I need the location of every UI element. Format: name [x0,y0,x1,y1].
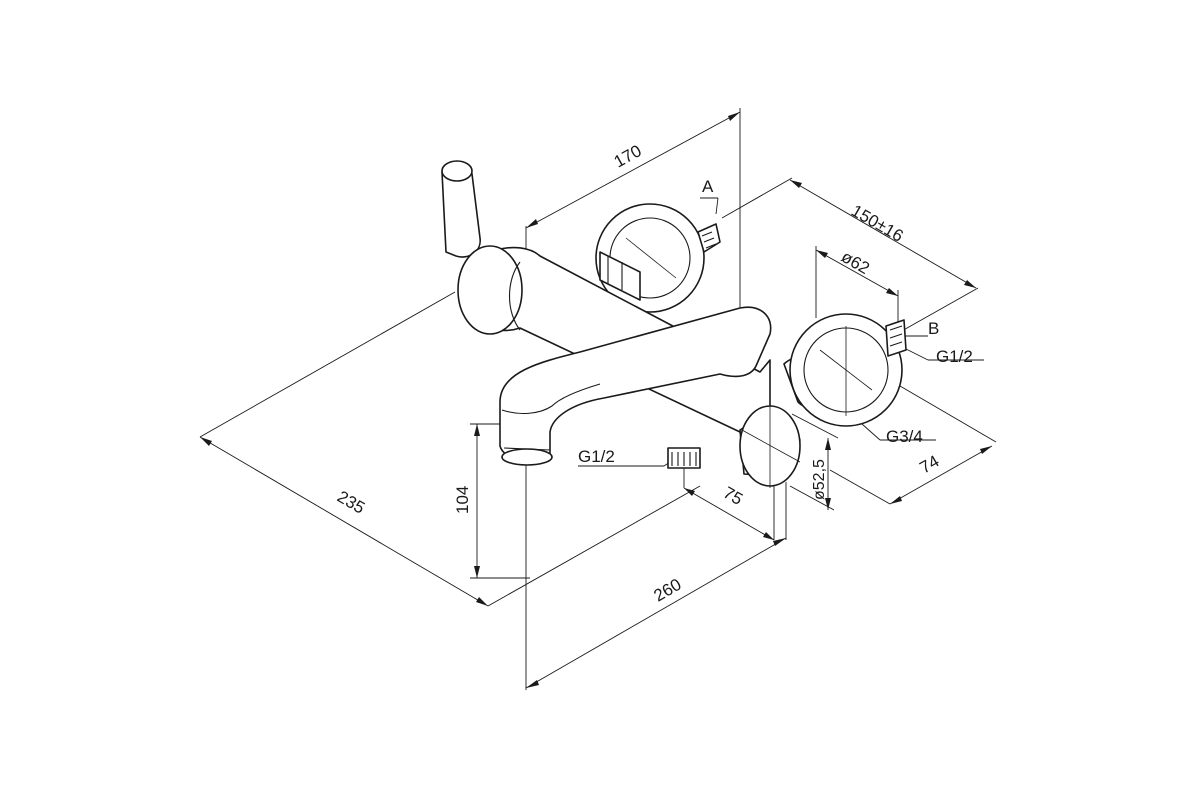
label-center-distance: 150±16 [848,201,907,246]
label-shower-thread: G1/2 [578,447,615,466]
label-inlet-thread: G1/2 [936,347,973,366]
diverter-knob [739,404,801,488]
label-width-top: 170 [611,141,645,171]
label-overall-width: 260 [651,575,685,606]
faucet-body [441,160,907,488]
label-overall-length: 235 [334,487,368,518]
label-spout-height: 104 [453,486,472,514]
label-letter-a: A [702,177,714,196]
label-escutcheon-diameter: ø62 [838,247,873,278]
label-eccentric-thread: G3/4 [886,427,923,446]
label-outlet-diameter: ø52,5 [811,459,828,500]
label-letter-b: B [928,319,939,338]
label-outlet-depth: 75 [720,483,746,509]
right-escutcheon [789,313,907,427]
label-depth-right: 74 [917,452,943,478]
